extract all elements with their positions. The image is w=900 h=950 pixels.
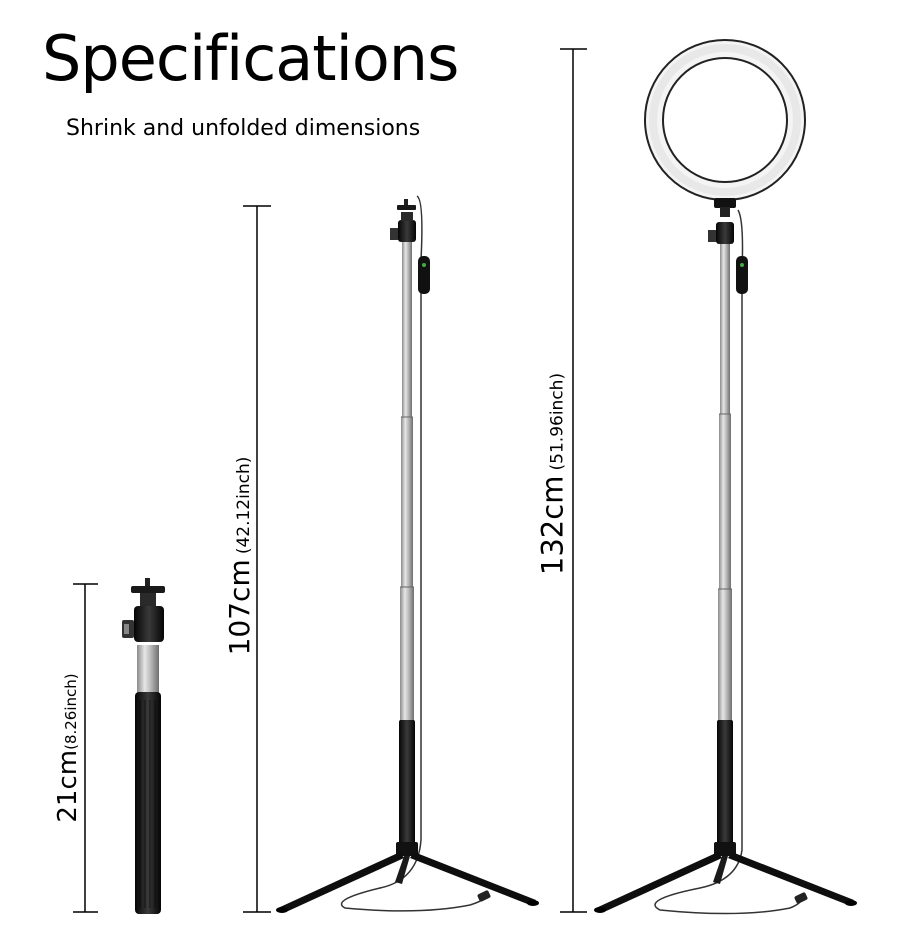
ring-light-stand-image [594,39,857,915]
dimension-line-tripod [243,205,271,913]
page-subtitle: Shrink and unfolded dimensions [66,116,421,141]
dimension-line-ring-light [560,48,587,913]
dimension-line-shrink [73,583,98,913]
page-title: Specifications [42,22,459,95]
shrunk-stick-image [122,578,165,914]
tripod-stand-image [276,195,539,913]
